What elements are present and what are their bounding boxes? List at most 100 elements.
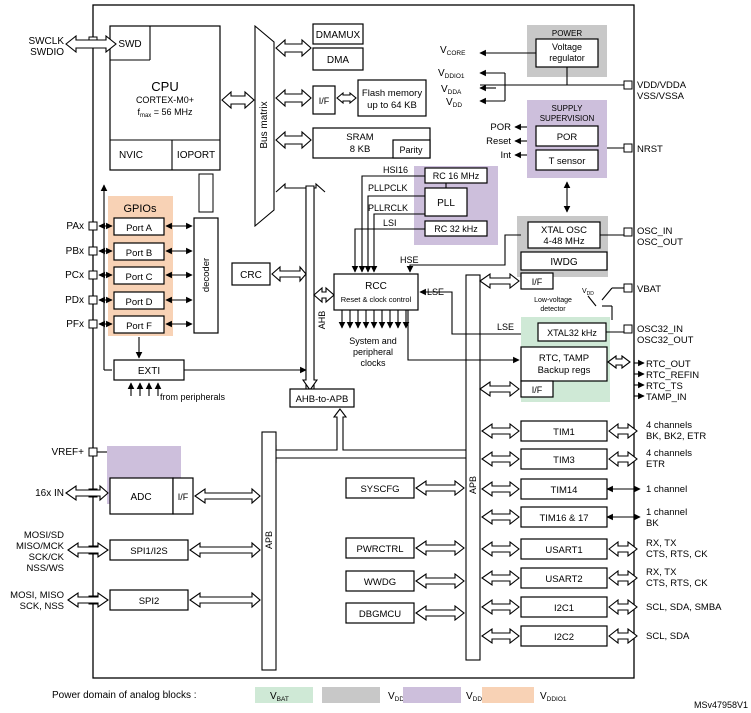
tim16-17-label: TIM16 & 17 xyxy=(539,513,588,524)
spi2-pin-0: MOSI, MISO xyxy=(10,590,64,601)
tim3-pins-2: ETR xyxy=(646,459,665,470)
vcore-label: VCORE xyxy=(440,45,466,57)
pin-pf: PFx xyxy=(66,319,84,330)
tim1-pins-1: 4 channels xyxy=(646,420,692,431)
spi1-pin-2: SCK/CK xyxy=(29,552,65,563)
usart1-pins-2: CTS, RTS, CK xyxy=(646,549,708,560)
gpio-shade xyxy=(108,196,173,336)
i2c1-block xyxy=(520,596,608,618)
reference-code: MSv47958V1 xyxy=(694,700,748,710)
rtc-if-block xyxy=(520,380,554,398)
crc-block xyxy=(231,262,271,286)
legend-vdda: VDDA xyxy=(466,691,487,703)
tim1-block xyxy=(520,420,608,442)
xtal32-label: XTAL32 kHz xyxy=(547,328,597,338)
adc-label: ADC xyxy=(130,492,151,503)
pin-pb: PBx xyxy=(66,246,84,257)
rtc-line1: RTC, TAMP xyxy=(539,353,589,364)
dmamux-label: DMAMUX xyxy=(316,30,361,41)
tim14-label: TIM14 xyxy=(551,485,578,496)
wwdg-block xyxy=(345,570,415,592)
adc-block xyxy=(109,477,174,515)
legend-vdd-swatch xyxy=(322,687,380,703)
dma-block xyxy=(312,47,364,71)
cpu-block xyxy=(109,25,221,171)
hse-label: HSE xyxy=(400,255,419,265)
pin-vss-vssa: VSS/VSSA xyxy=(637,91,685,102)
sram-label: SRAM xyxy=(346,132,374,143)
spi2-pin-1: SCK, NSS xyxy=(20,601,64,612)
power-title: POWER xyxy=(552,29,582,38)
port-c-label: Port C xyxy=(126,272,153,283)
supervision-title1: SUPPLY xyxy=(552,104,584,113)
vdd-small-label: VDD xyxy=(582,288,594,297)
rtc-line2: Backup regs xyxy=(538,365,591,376)
sys-clocks-line2: peripheral xyxy=(353,347,393,357)
nvic-label: NVIC xyxy=(119,150,143,161)
regulator-line2: regulator xyxy=(549,53,585,63)
ahb-to-apb-label: AHB-to-APB xyxy=(296,394,349,405)
port-a-label: Port A xyxy=(126,223,153,234)
iwdg-block xyxy=(520,251,608,271)
i2c1-label: I2C1 xyxy=(554,603,574,614)
crc-label: CRC xyxy=(240,270,262,281)
rtc-pin-1: RTC_REFIN xyxy=(646,370,699,381)
vdda-label: VDDA xyxy=(441,84,462,96)
parity-label: Parity xyxy=(399,145,423,155)
apb-left-label: APB xyxy=(264,531,274,549)
gpio-title: GPIOs xyxy=(123,203,157,215)
usart1-label: USART1 xyxy=(545,545,582,556)
flash-if-block xyxy=(312,85,336,115)
supervision-title2: SUPERVISION xyxy=(540,114,595,123)
legend-vddio1-swatch xyxy=(482,687,534,703)
int-signal: Int xyxy=(500,150,511,161)
usart2-pins-2: CTS, RTS, CK xyxy=(646,578,708,589)
legend-vdd: VDD xyxy=(388,691,404,703)
lsi-label: LSI xyxy=(383,218,397,228)
xtal-line1: XTAL OSC xyxy=(541,225,587,236)
tsensor-block xyxy=(535,149,599,171)
pin-pc: PCx xyxy=(65,270,84,281)
rtc-pin-2: RTC_TS xyxy=(646,381,683,392)
por-block-label: POR xyxy=(557,132,578,143)
port-b xyxy=(113,242,165,261)
tim3-pins-1: 4 channels xyxy=(646,448,692,459)
rcc-label: RCC xyxy=(365,281,387,292)
flash-size: up to 64 KB xyxy=(367,100,417,111)
rtc-pin-3: TAMP_IN xyxy=(646,392,687,403)
ioport-label: IOPORT xyxy=(177,150,215,161)
vddio1-label: VDDIO1 xyxy=(438,68,465,80)
decoder-block xyxy=(193,217,219,334)
pin-osc32-out: OSC32_OUT xyxy=(637,335,694,346)
spi1-pin-0: MOSI/SD xyxy=(24,530,64,541)
tim1-pins-2: BK, BK2, ETR xyxy=(646,431,706,442)
pin-vbat: VBAT xyxy=(637,284,661,295)
port-f-label: Port F xyxy=(126,321,152,332)
pin-vref: VREF+ xyxy=(51,447,84,458)
tim3-label: TIM3 xyxy=(553,455,575,466)
sram-size: 8 KB xyxy=(350,144,371,155)
iwdg-if-block xyxy=(520,272,554,290)
tim16-pins-2: BK xyxy=(646,518,659,529)
ahb-label: AHB xyxy=(317,311,327,330)
spi1-block xyxy=(109,539,189,561)
pwrctrl-label: PWRCTRL xyxy=(357,544,404,555)
adc-if-block xyxy=(172,477,194,515)
i2c1-pins-1: SCL, SDA, SMBA xyxy=(646,602,722,613)
hsi16-label: HSI16 xyxy=(383,165,408,175)
spi1-pin-1: MISO/MCK xyxy=(16,541,65,552)
dmamux-block xyxy=(312,23,364,45)
spi1-pin-3: NSS/WS xyxy=(27,563,64,574)
dbgmcu-block xyxy=(345,602,415,624)
usart2-pins-1: RX, TX xyxy=(646,567,677,578)
rc16-label: RC 16 MHz xyxy=(433,171,480,181)
rtc-block xyxy=(520,346,608,382)
parity-block xyxy=(392,139,431,159)
apb-right-bus xyxy=(465,274,481,661)
pin-pd: PDx xyxy=(65,295,84,306)
dbgmcu-label: DBGMCU xyxy=(359,609,401,620)
usart2-label: USART2 xyxy=(545,574,582,585)
pin-osc32-in: OSC32_IN xyxy=(637,324,683,335)
iwdg-if-label: I/F xyxy=(532,277,543,287)
